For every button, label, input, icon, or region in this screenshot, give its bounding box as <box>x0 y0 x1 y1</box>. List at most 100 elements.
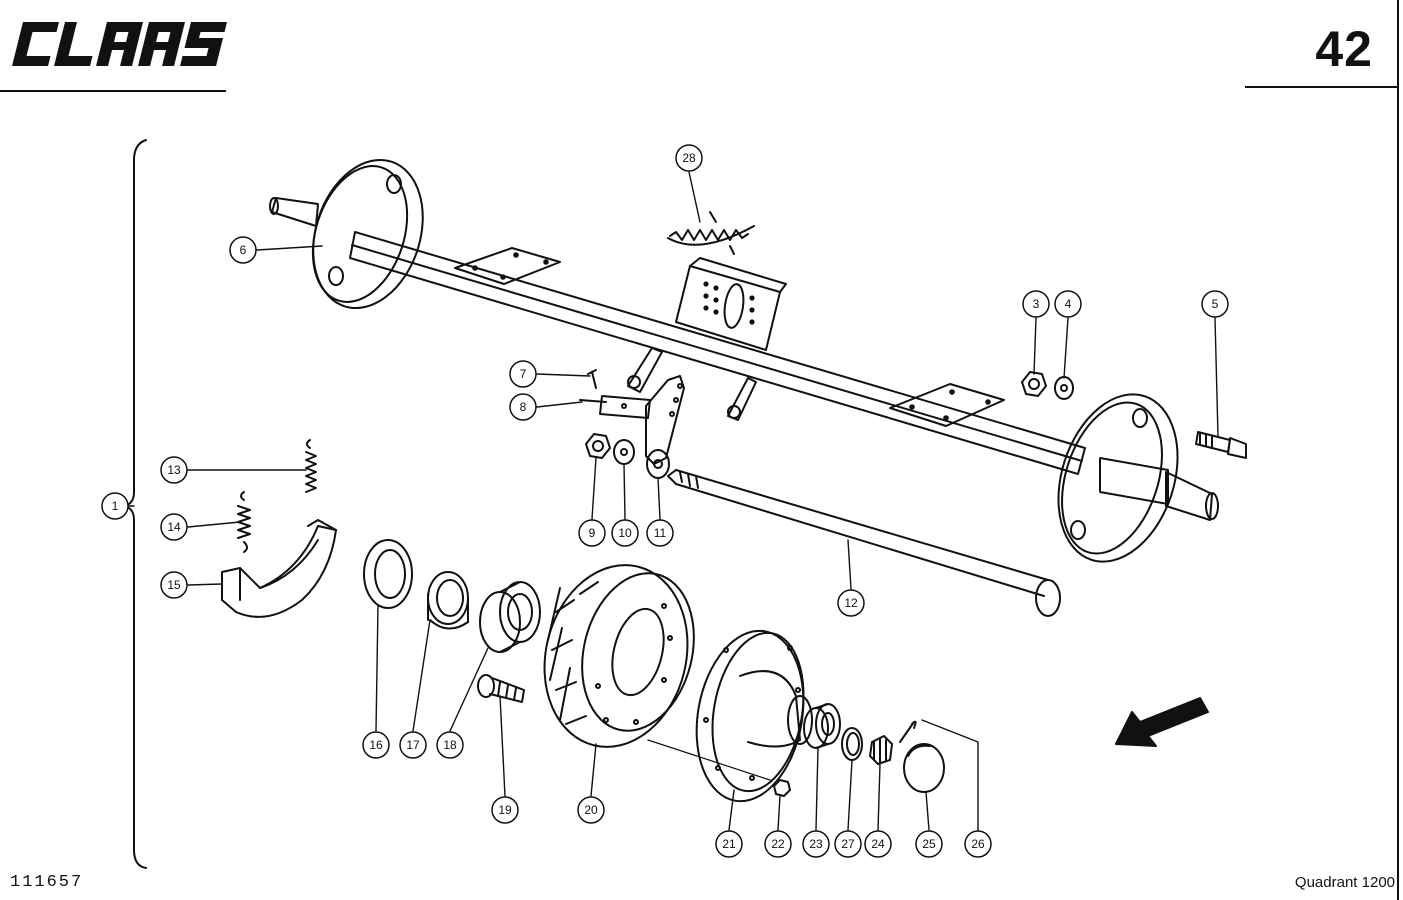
callout-circle <box>160 571 188 599</box>
callout-circle <box>1054 290 1082 318</box>
callout-18: 18 <box>436 731 464 759</box>
callout-20: 20 <box>577 796 605 824</box>
callout-circle <box>611 519 639 547</box>
callout-21: 21 <box>715 830 743 858</box>
callout-14: 14 <box>160 513 188 541</box>
callout-label: 22 <box>771 837 785 851</box>
washer-4 <box>1054 376 1074 400</box>
nut-3 <box>1021 371 1047 397</box>
callout-circle <box>101 492 129 520</box>
direction-arrow <box>1115 697 1209 747</box>
callout-label: 11 <box>654 526 667 540</box>
bearing-18 <box>479 581 541 653</box>
seal-17 <box>427 571 469 630</box>
callout-circle <box>646 519 674 547</box>
bolt-19 <box>477 674 525 703</box>
callout-1: 1 <box>101 492 129 520</box>
callout-13: 13 <box>160 456 188 484</box>
callout-circle <box>509 360 537 388</box>
callout-9: 9 <box>578 519 606 547</box>
callout-5: 5 <box>1201 290 1229 318</box>
callout-circle <box>915 830 943 858</box>
clevis-assembly <box>579 369 685 479</box>
callout-17: 17 <box>399 731 427 759</box>
callout-19: 19 <box>491 796 519 824</box>
ring-27 <box>841 727 863 761</box>
callout-circle <box>764 830 792 858</box>
spring-28 <box>667 211 755 255</box>
callout-label: 7 <box>520 367 527 381</box>
model-name: Quadrant 1200 <box>1294 874 1395 891</box>
callout-label: 13 <box>167 463 181 477</box>
nut-22 <box>773 779 791 797</box>
callout-10: 10 <box>611 519 639 547</box>
callout-label: 10 <box>618 526 632 540</box>
callout-circle <box>675 144 703 172</box>
callout-label: 5 <box>1212 297 1219 311</box>
callout-25: 25 <box>915 830 943 858</box>
callout-label: 21 <box>722 837 736 851</box>
page-number: 42 <box>1315 21 1373 77</box>
callout-circle <box>802 830 830 858</box>
nut-9 <box>585 433 611 459</box>
callout-label: 14 <box>167 520 181 534</box>
callout-3: 3 <box>1022 290 1050 318</box>
callout-circle <box>229 236 257 264</box>
callout-label: 27 <box>841 837 855 851</box>
bolt-5 <box>1195 431 1247 459</box>
castle-nut-24 <box>869 735 893 765</box>
callout-label: 23 <box>809 837 823 851</box>
header-rule-left <box>0 90 226 92</box>
callout-6: 6 <box>229 236 257 264</box>
callout-label: 20 <box>584 803 598 817</box>
callout-circle <box>837 589 865 617</box>
callout-23: 23 <box>802 830 830 858</box>
callout-7: 7 <box>509 360 537 388</box>
hub-cap-25 <box>903 743 945 793</box>
callout-12: 12 <box>837 589 865 617</box>
callout-4: 4 <box>1054 290 1082 318</box>
callout-label: 1 <box>112 499 119 513</box>
callout-circle <box>160 513 188 541</box>
spring-13 <box>305 439 317 493</box>
callout-label: 4 <box>1065 297 1072 311</box>
callout-label: 6 <box>240 243 247 257</box>
callout-label: 17 <box>406 738 420 752</box>
seal-16 <box>363 539 413 609</box>
callout-circle <box>577 796 605 824</box>
claas-logo <box>12 22 228 66</box>
callout-circle <box>509 393 537 421</box>
callout-label: 16 <box>369 738 383 752</box>
callout-label: 18 <box>443 738 457 752</box>
callout-label: 26 <box>971 837 985 851</box>
callout-circle <box>362 731 390 759</box>
callout-circle <box>491 796 519 824</box>
callout-label: 24 <box>871 837 885 851</box>
callout-28: 28 <box>675 144 703 172</box>
callout-circle <box>160 456 188 484</box>
shaft-12 <box>667 469 1061 617</box>
callout-11: 11 <box>646 519 674 547</box>
callout-label: 25 <box>922 837 936 851</box>
callout-circle <box>1201 290 1229 318</box>
document-id: 111657 <box>10 873 84 892</box>
callout-circle <box>1022 290 1050 318</box>
callout-circle <box>436 731 464 759</box>
brake-drum-20 <box>543 564 695 748</box>
callout-27: 27 <box>834 830 862 858</box>
callout-label: 8 <box>520 400 527 414</box>
callout-label: 3 <box>1033 297 1040 311</box>
cotter-pin-26 <box>899 720 917 743</box>
callout-26: 26 <box>964 830 992 858</box>
axle-beam <box>269 158 1219 563</box>
callout-15: 15 <box>160 571 188 599</box>
header-rule-right <box>1245 86 1397 88</box>
callout-label: 9 <box>589 526 596 540</box>
callout-circle <box>964 830 992 858</box>
callout-8: 8 <box>509 393 537 421</box>
callout-24: 24 <box>864 830 892 858</box>
callout-circle <box>399 731 427 759</box>
callout-circle <box>715 830 743 858</box>
